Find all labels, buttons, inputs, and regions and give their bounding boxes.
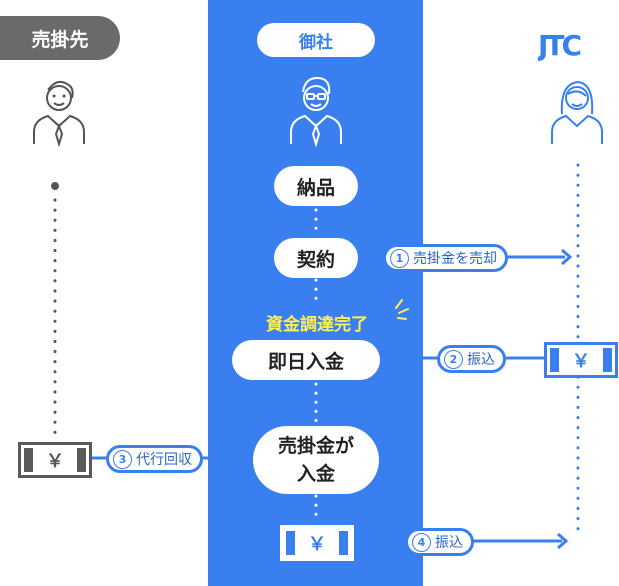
receivable-line-2: 入金 xyxy=(296,463,335,485)
flow-1-number: 1 xyxy=(390,248,409,268)
logo-text: JTC xyxy=(538,29,581,62)
flow-2-number: 2 xyxy=(444,349,463,369)
flow-3-number: 3 xyxy=(113,449,132,469)
seller-person-icon xyxy=(33,80,85,148)
seller-label: 売掛先 xyxy=(0,16,120,60)
flow-2-label: 振込 xyxy=(467,352,495,368)
bill-symbol: ￥ xyxy=(46,451,64,472)
flow-1-label: 売掛金を売却 xyxy=(413,251,497,267)
flow-4-number: 4 xyxy=(412,532,431,552)
yen-bill-icon: ￥ xyxy=(544,342,618,378)
step-contract: 契約 xyxy=(274,238,358,278)
step-delivery: 納品 xyxy=(274,166,358,206)
step-same-day-deposit: 即日入金 xyxy=(232,340,380,380)
flow-4-transfer: 4 振込 xyxy=(405,528,474,556)
bill-symbol: ￥ xyxy=(572,351,590,372)
yen-bill-icon: ￥ xyxy=(280,525,354,561)
flow-2-transfer: 2 振込 xyxy=(437,345,506,373)
funding-complete-caption: 資金調達完了 xyxy=(266,315,368,335)
flow-3-label: 代行回収 xyxy=(136,452,192,468)
company-person-icon xyxy=(290,76,342,148)
yen-bill-icon: ￥ xyxy=(18,442,92,478)
step-receivable-received: 売掛金が 入金 xyxy=(253,426,379,494)
flow-4-label: 振込 xyxy=(435,535,463,551)
company-title: 御社 xyxy=(257,23,375,57)
jtc-logo: JTC xyxy=(538,29,584,62)
flow-3-collection: 3 代行回収 xyxy=(106,445,203,473)
flow-1-sell-receivable: 1 売掛金を売却 xyxy=(383,244,508,272)
provider-person-icon xyxy=(551,80,603,144)
receivable-line-1: 売掛金が xyxy=(277,435,354,457)
bill-symbol: ￥ xyxy=(308,534,326,555)
